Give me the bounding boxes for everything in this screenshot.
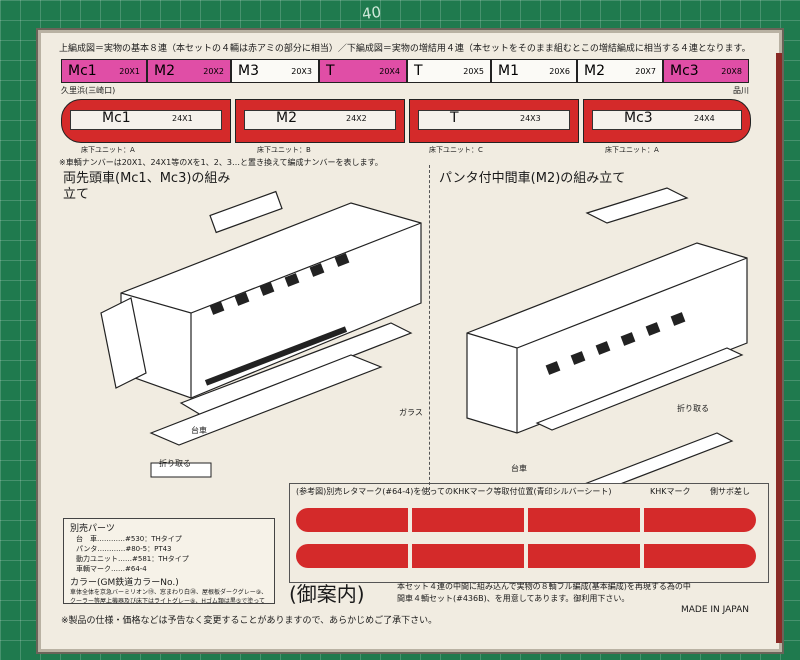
car-number: 24X4 (694, 114, 715, 123)
car-name: M2 (276, 110, 297, 126)
car-number: 20X2 (203, 66, 224, 76)
window-band (418, 110, 570, 130)
window-band (70, 110, 222, 130)
ref-mark2: 側サボ差し (710, 487, 750, 496)
parts-item-4: 車輌マーク……#64-4 (76, 565, 147, 573)
car-name: Mc1 (68, 63, 97, 79)
car-number: 20X1 (119, 66, 140, 76)
parts-item-3: 動力ユニット……#581：THタイプ (76, 555, 189, 563)
red-car-4: Mc3 24X4 (583, 99, 751, 143)
car-number: 20X8 (721, 66, 742, 76)
red-car-1: Mc1 24X1 (61, 99, 231, 143)
red-car-3: T 24X3 (409, 99, 579, 143)
car-name: M3 (238, 63, 259, 79)
car-number: 24X3 (520, 114, 541, 123)
car-name: Mc3 (670, 63, 699, 79)
parts-title: 別売パーツ (70, 524, 115, 534)
unit-label-2: 床下ユニット：B (257, 146, 311, 154)
top-car-2: M2 20X2 (147, 59, 231, 83)
ref-car-b1 (296, 544, 408, 568)
right-assembly-diagram (466, 187, 748, 483)
unit-label-3: 床下ユニット：C (429, 146, 483, 154)
footer-notice: ※製品の仕様・価格などは予告なく変更することがありますので、あらかじめご了承下さ… (61, 616, 438, 626)
top-car-7: M2 20X7 (577, 59, 663, 83)
left-assembly-diagram (100, 190, 422, 478)
reference-box: (参考図)別売レタマーク(#64-4)を使ってのKHKマーク等取付位置(青印シル… (289, 483, 769, 583)
car-number: 24X2 (346, 114, 367, 123)
color-title: カラー(GM鉄道カラーNo.) (70, 578, 179, 588)
right-station: 品川 (733, 86, 749, 95)
car-number: 20X5 (463, 66, 484, 76)
parts-item-2: パンタ…………#80-5：PT43 (76, 545, 172, 553)
ref-car-b4 (644, 544, 756, 568)
window-band (244, 110, 396, 130)
numbering-note: ※車輌ナンバーは20X1、24X1等のXを1、2、3…と置き換えて編成ナンバーを… (59, 158, 383, 167)
car-name: M2 (154, 63, 175, 79)
car-number: 20X6 (549, 66, 570, 76)
car-number: 20X4 (379, 66, 400, 76)
parts-item-1: 台 車…………#530：THタイプ (76, 535, 182, 543)
section-divider (429, 165, 431, 495)
color-note: 車体全体を京急バーミリオン⑲、窓まわり白⑳、屋根板ダークグレー⑨、クーラー等屋上… (70, 589, 268, 603)
left-station: 久里浜(三崎口) (61, 86, 116, 95)
car-name: M2 (584, 63, 605, 79)
car-name: T (450, 110, 459, 126)
label-daisha-left: 台車 (191, 426, 207, 435)
red-car-2: M2 24X2 (235, 99, 405, 143)
label-oritoru-right: 折り取る (677, 404, 709, 413)
top-car-3: M3 20X3 (231, 59, 319, 83)
ref-car-a2 (412, 508, 524, 532)
ref-car-a3 (528, 508, 640, 532)
car-name: Mc3 (624, 110, 653, 126)
label-daisha-right: 台車 (511, 464, 527, 473)
label-glass: ガラス (399, 408, 423, 417)
ref-car-a4 (644, 508, 756, 532)
ref-car-a1 (296, 508, 408, 532)
guide-title: (御案内) (289, 582, 365, 606)
formation-header: 上編成図＝実物の基本８連（本セットの４輛は赤アミの部分に相当）／下編成図＝実物の… (59, 44, 751, 54)
ref-car-b2 (412, 544, 524, 568)
mat-number: 40 (360, 2, 383, 24)
top-car-1: Mc1 20X1 (61, 59, 147, 83)
label-oritoru-left: 折り取る (159, 459, 191, 468)
ref-title: (参考図)別売レタマーク(#64-4)を使ってのKHKマーク等取付位置(青印シル… (296, 487, 612, 496)
car-name: Mc1 (102, 110, 131, 126)
left-section-title: 両先頭車(Mc1、Mc3)の組み立て (63, 171, 231, 202)
unit-label-1: 床下ユニット：A (81, 146, 135, 154)
guide-text-2: 間車４輌セット(#436B)、を用意してあります。御利用下さい。 (397, 594, 630, 603)
top-car-6: M1 20X6 (491, 59, 577, 83)
car-number: 20X3 (291, 66, 312, 76)
ref-car-b3 (528, 544, 640, 568)
unit-label-4: 床下ユニット：A (605, 146, 659, 154)
car-number: 20X7 (635, 66, 656, 76)
separate-parts-box: 別売パーツ 台 車…………#530：THタイプ パンタ…………#80-5：PT4… (63, 518, 275, 604)
car-name: M1 (498, 63, 519, 79)
box-side-edge (776, 53, 782, 643)
top-car-4: T 20X4 (319, 59, 407, 83)
guide-text-1: 本セット４連の中間に組み込んで実物の８輌フル編成(基本編成)を再現する為の中 (397, 582, 691, 591)
car-name: T (326, 63, 335, 79)
right-section-title: パンタ付中間車(M2)の組み立て (439, 171, 626, 186)
kit-box-back: 上編成図＝実物の基本８連（本セットの４輛は赤アミの部分に相当）／下編成図＝実物の… (38, 30, 782, 652)
top-car-8: Mc3 20X8 (663, 59, 749, 83)
car-number: 24X1 (172, 114, 193, 123)
made-in-japan: MADE IN JAPAN (681, 605, 750, 615)
ref-khk: KHKマーク (650, 487, 691, 496)
car-name: T (414, 63, 423, 79)
window-band (592, 110, 742, 130)
top-car-5: T 20X5 (407, 59, 491, 83)
